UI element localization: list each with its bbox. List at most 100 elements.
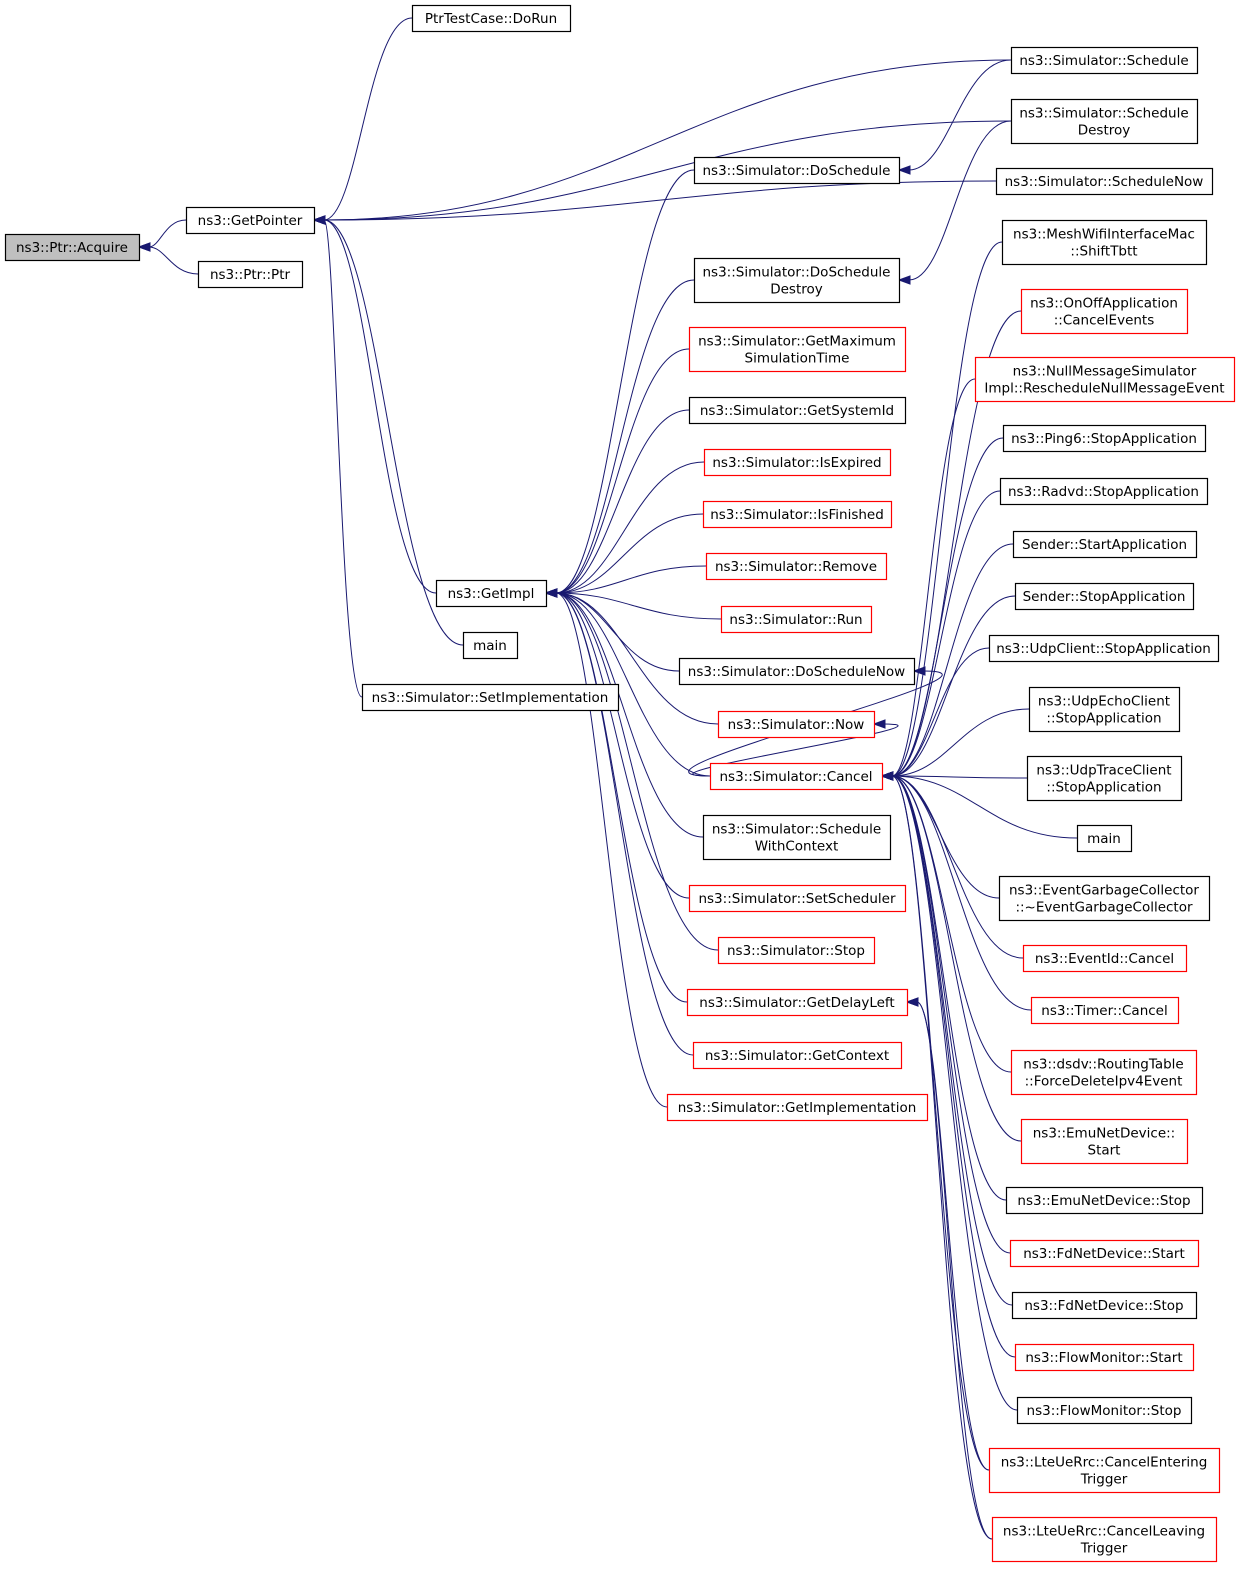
node-box bbox=[1020, 288, 1189, 335]
node-main2[interactable]: main bbox=[1076, 824, 1133, 853]
node-box bbox=[999, 477, 1209, 506]
node-stop[interactable]: ns3::Simulator::Stop bbox=[717, 936, 876, 965]
node-label: ns3::Timer::Cancel bbox=[1041, 1003, 1167, 1019]
node-main1[interactable]: main bbox=[462, 631, 519, 660]
node-label: ns3::UdpClient::StopApplication bbox=[996, 641, 1211, 657]
node-onoff[interactable]: ns3::OnOffApplication::CancelEvents bbox=[1020, 288, 1189, 335]
node-box bbox=[693, 156, 901, 185]
edge-doscheddestroy-to-getimpl bbox=[555, 279, 695, 594]
node-box bbox=[1010, 98, 1199, 145]
node-getpointer[interactable]: ns3::GetPointer bbox=[185, 206, 316, 235]
node-getcontext[interactable]: ns3::Simulator::GetContext bbox=[692, 1041, 903, 1070]
node-senderstop[interactable]: Sender::StopApplication bbox=[1014, 582, 1195, 611]
node-nullmsg[interactable]: ns3::NullMessageSimulatorImpl::Reschedul… bbox=[974, 356, 1236, 403]
edge-arrowhead bbox=[544, 588, 558, 598]
node-setimpl[interactable]: ns3::Simulator::SetImplementation bbox=[361, 683, 620, 712]
node-label: ns3::Simulator::GetSystemId bbox=[700, 403, 894, 419]
node-udpecho[interactable]: ns3::UdpEchoClient::StopApplication bbox=[1028, 686, 1181, 733]
node-eventidcancel[interactable]: ns3::EventId::Cancel bbox=[1022, 944, 1188, 973]
node-schedule[interactable]: ns3::Simulator::Schedule bbox=[1010, 46, 1199, 75]
node-fdstart[interactable]: ns3::FdNetDevice::Start bbox=[1009, 1239, 1200, 1268]
node-flowstart[interactable]: ns3::FlowMonitor::Start bbox=[1014, 1343, 1195, 1372]
node-dsdv[interactable]: ns3::dsdv::RoutingTable::ForceDeleteIpv4… bbox=[1010, 1049, 1198, 1096]
node-label: Destroy bbox=[1078, 123, 1131, 139]
node-box bbox=[1022, 944, 1188, 973]
node-now[interactable]: ns3::Simulator::Now bbox=[717, 710, 876, 739]
node-box bbox=[693, 257, 901, 304]
node-ptrtestcase[interactable]: PtrTestCase::DoRun bbox=[411, 4, 572, 33]
node-getdelayleft[interactable]: ns3::Simulator::GetDelayLeft bbox=[686, 988, 909, 1017]
node-label: ns3::Simulator::GetMaximum bbox=[698, 334, 896, 350]
edge-scheddestroy-to-doscheddestroy bbox=[908, 120, 1012, 281]
node-udptrace[interactable]: ns3::UdpTraceClient::StopApplication bbox=[1026, 755, 1183, 802]
edge-run-to-getimpl bbox=[555, 592, 722, 620]
node-radvd[interactable]: ns3::Radvd::StopApplication bbox=[999, 477, 1209, 506]
node-box bbox=[717, 936, 876, 965]
node-box bbox=[4, 233, 141, 262]
node-schednow[interactable]: ns3::Simulator::ScheduleNow bbox=[995, 167, 1214, 196]
node-emustart[interactable]: ns3::EmuNetDevice::Start bbox=[1020, 1118, 1189, 1165]
node-box bbox=[1030, 996, 1180, 1025]
node-box bbox=[991, 1516, 1218, 1563]
node-flowstop[interactable]: ns3::FlowMonitor::Stop bbox=[1016, 1396, 1193, 1425]
edge-udpecho-to-cancel bbox=[891, 708, 1030, 777]
node-label: main bbox=[473, 638, 507, 654]
node-cancel[interactable]: ns3::Simulator::Cancel bbox=[709, 762, 884, 791]
edge-fdstop-to-cancel bbox=[891, 775, 1013, 1306]
node-isfinished[interactable]: ns3::Simulator::IsFinished bbox=[702, 500, 893, 529]
node-getsysid[interactable]: ns3::Simulator::GetSystemId bbox=[688, 396, 907, 425]
node-box bbox=[705, 552, 888, 581]
node-senderstart[interactable]: Sender::StartApplication bbox=[1012, 530, 1198, 559]
node-eventgc[interactable]: ns3::EventGarbageCollector::~EventGarbag… bbox=[998, 875, 1211, 922]
edge-now-to-getimpl bbox=[555, 592, 719, 725]
node-box bbox=[361, 683, 620, 712]
node-label: ns3::Ptr::Acquire bbox=[16, 240, 128, 256]
node-box bbox=[717, 710, 876, 739]
node-doschedule[interactable]: ns3::Simulator::DoSchedule bbox=[693, 156, 901, 185]
node-ptrptr[interactable]: ns3::Ptr::Ptr bbox=[197, 260, 304, 289]
node-label: ns3::EmuNetDevice:: bbox=[1033, 1126, 1175, 1142]
node-setscheduler[interactable]: ns3::Simulator::SetScheduler bbox=[688, 884, 907, 913]
node-box bbox=[1010, 46, 1199, 75]
nodes-layer: ns3::Ptr::Acquire ns3::GetPointerns3::Ptr… bbox=[4, 4, 1236, 1563]
node-fdstop[interactable]: ns3::FdNetDevice::Stop bbox=[1011, 1291, 1198, 1320]
node-box bbox=[1028, 686, 1181, 733]
node-run[interactable]: ns3::Simulator::Run bbox=[720, 605, 873, 634]
node-label: ns3::Simulator::IsFinished bbox=[710, 507, 884, 523]
node-doschednow[interactable]: ns3::Simulator::DoScheduleNow bbox=[678, 657, 916, 686]
edge-senderstart-to-cancel bbox=[891, 543, 1014, 777]
node-box bbox=[1010, 1049, 1198, 1096]
node-remove[interactable]: ns3::Simulator::Remove bbox=[705, 552, 888, 581]
edge-scheddestroy-to-getpointer bbox=[323, 120, 1012, 221]
edge-stop-to-getimpl bbox=[555, 592, 719, 951]
node-udpclient[interactable]: ns3::UdpClient::StopApplication bbox=[988, 634, 1220, 663]
node-label: ns3::MeshWifiInterfaceMac bbox=[1013, 227, 1195, 243]
edge-getcontext-to-getimpl bbox=[555, 592, 694, 1056]
node-box bbox=[678, 657, 916, 686]
node-meshwifi[interactable]: ns3::MeshWifiInterfaceMac::ShiftTbtt bbox=[1001, 219, 1208, 266]
edge-cancel-to-getimpl bbox=[555, 592, 711, 777]
node-timercancel[interactable]: ns3::Timer::Cancel bbox=[1030, 996, 1180, 1025]
node-label: Impl::RescheduleNullMessageEvent bbox=[984, 381, 1224, 397]
node-emustop[interactable]: ns3::EmuNetDevice::Stop bbox=[1005, 1186, 1204, 1215]
node-label: ns3::Simulator::IsExpired bbox=[712, 455, 881, 471]
edge-udpclient-to-cancel bbox=[891, 647, 990, 777]
edge-schedule-to-doschedule bbox=[908, 59, 1012, 171]
node-box bbox=[666, 1093, 929, 1122]
node-isexpired[interactable]: ns3::Simulator::IsExpired bbox=[703, 448, 892, 477]
node-label: ns3::Simulator::SetScheduler bbox=[698, 891, 895, 907]
node-ping6[interactable]: ns3::Ping6::StopApplication bbox=[1002, 424, 1207, 453]
node-acquire[interactable]: ns3::Ptr::Acquire bbox=[4, 233, 141, 262]
node-getimpl[interactable]: ns3::GetImpl bbox=[435, 579, 548, 608]
node-getimplementation[interactable]: ns3::Simulator::GetImplementation bbox=[666, 1093, 929, 1122]
edge-main1-to-getpointer bbox=[323, 219, 464, 646]
node-label: ns3::EventGarbageCollector bbox=[1009, 883, 1199, 899]
edge-lteleaving-to-cancel bbox=[891, 775, 993, 1540]
